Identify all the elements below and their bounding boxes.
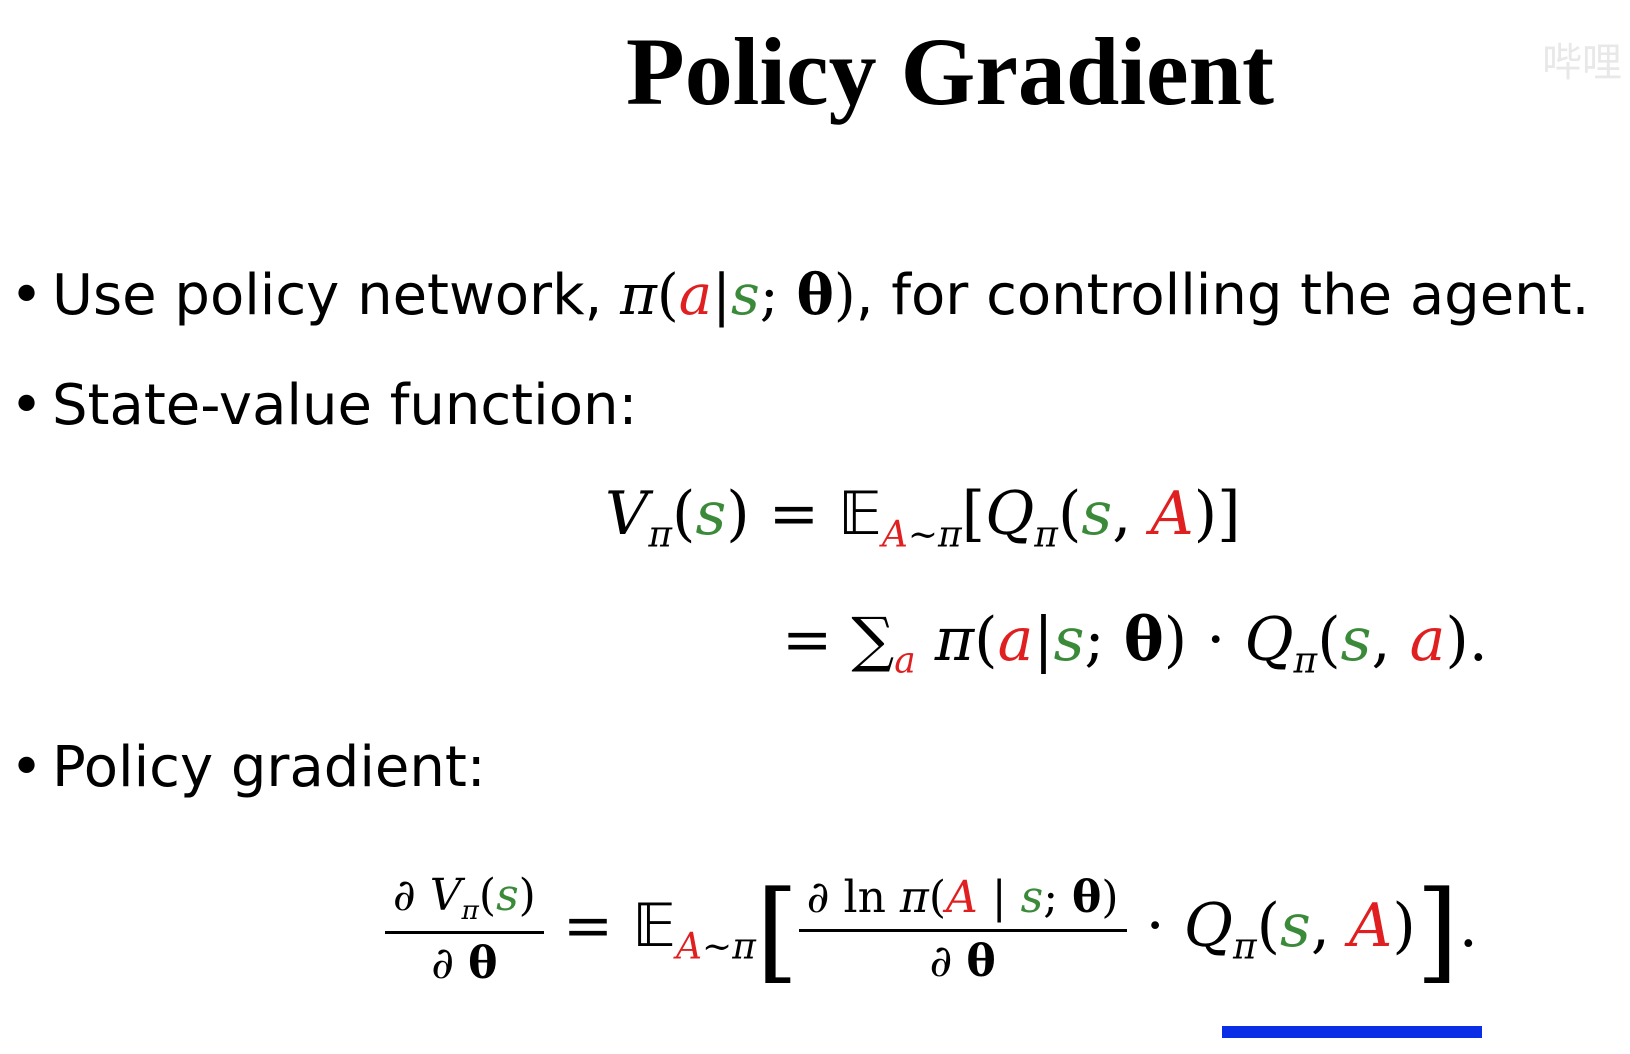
bullet-text-suffix: , for controlling the agent.	[855, 263, 1590, 328]
equation-policy-gradient: ∂ Vπ(s) ∂ θ = 𝔼A∼π[ ∂ ln π(A | s; θ) ∂ θ…	[385, 870, 1478, 991]
bullet-state-value: •State-value function:	[10, 372, 637, 439]
fraction-dV-dtheta: ∂ Vπ(s) ∂ θ	[385, 870, 544, 991]
equation-state-value-sum: = ∑a π(a|s; θ) · Qπ(s, a).	[782, 605, 1488, 682]
bullet-policy-gradient: •Policy gradient:	[10, 734, 486, 801]
bullet-dot-icon: •	[10, 263, 44, 328]
bullet-dot-icon: •	[10, 373, 44, 438]
bullet-text: Use policy network,	[52, 263, 603, 328]
page-title: Policy Gradient	[626, 18, 1274, 125]
watermark-logo: 哔哩	[1542, 40, 1622, 86]
highlight-underline	[1222, 1026, 1482, 1038]
bullet-text: Policy gradient:	[52, 735, 486, 800]
policy-formula: π(a|s; θ)	[620, 262, 856, 328]
fraction-dlnpi-dtheta: ∂ ln π(A | s; θ) ∂ θ	[798, 872, 1127, 989]
bullet-policy-network: •Use policy network, π(a|s; θ), for cont…	[10, 262, 1589, 329]
equation-state-value: Vπ(s) = 𝔼A∼π[Qπ(s, A)]	[605, 479, 1241, 556]
bullet-dot-icon: •	[10, 735, 44, 800]
bullet-text: State-value function:	[52, 373, 638, 438]
